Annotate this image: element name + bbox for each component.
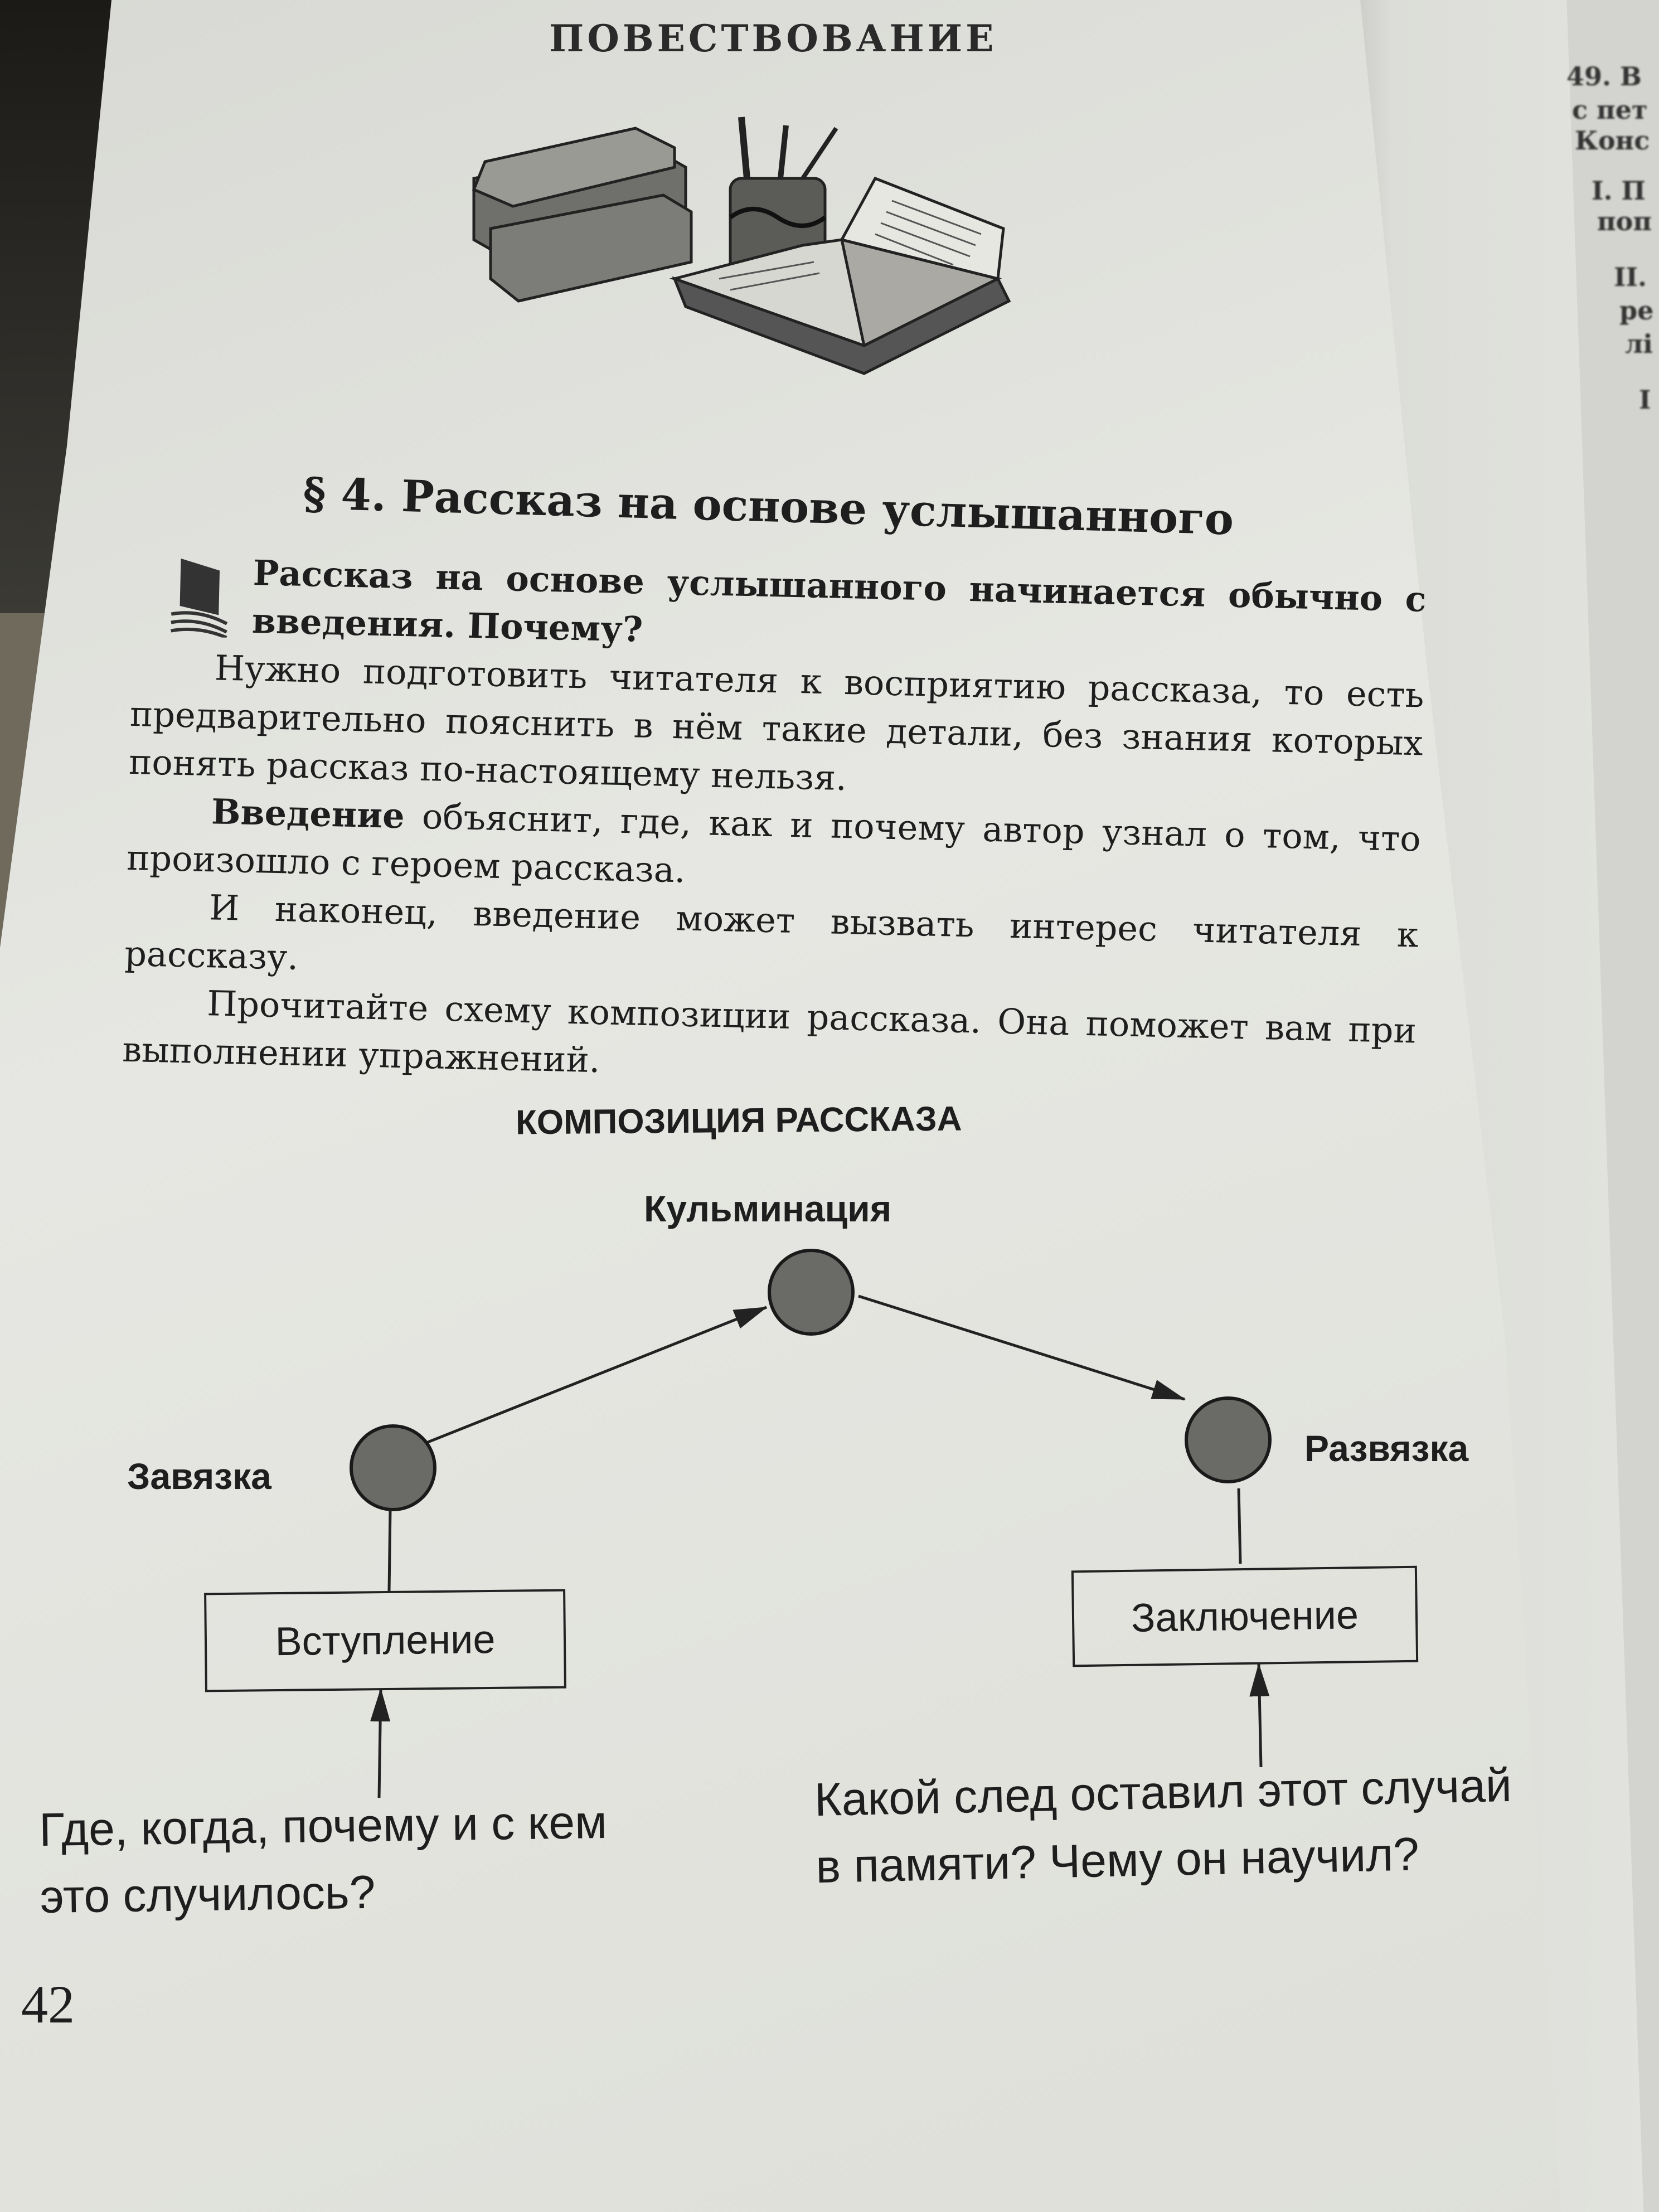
book-marker-icon bbox=[171, 558, 228, 638]
intro-question: Где, когда, почему и с кем это случилось… bbox=[38, 1788, 608, 1930]
climax-node bbox=[768, 1249, 855, 1336]
resolution-node bbox=[1185, 1396, 1272, 1483]
connector-line bbox=[387, 1509, 392, 1592]
intro-box-label: Вступление bbox=[275, 1617, 496, 1665]
page-number: 42 bbox=[21, 1975, 75, 2034]
connector-line bbox=[1237, 1488, 1242, 1564]
arrow-to-climax bbox=[423, 1306, 768, 1445]
books-illustration bbox=[472, 117, 1011, 375]
resolution-label: Развязка bbox=[1304, 1428, 1469, 1469]
conclusion-box-label: Заключение bbox=[1131, 1592, 1359, 1641]
right-page-text: I. П bbox=[1592, 176, 1646, 206]
arrow-to-conclusion bbox=[1249, 1663, 1270, 1768]
right-page-text: Конс bbox=[1575, 125, 1650, 156]
right-page-text: ре bbox=[1619, 295, 1654, 326]
setup-label: Завязка bbox=[127, 1456, 271, 1497]
setup-node bbox=[350, 1424, 436, 1511]
right-page-text: 49. В bbox=[1566, 61, 1642, 91]
conclusion-question: Какой след оставил этот случай в памяти?… bbox=[814, 1752, 1514, 1900]
right-page-text: с пет bbox=[1572, 95, 1648, 125]
right-page-text: лі bbox=[1625, 329, 1653, 359]
body-text: Рассказ на основе услышанного начинается… bbox=[122, 546, 1427, 1103]
running-head: ПОВЕСТВОВАНИЕ bbox=[549, 17, 997, 60]
intro-box: Вступление bbox=[204, 1589, 566, 1692]
arrow-to-resolution bbox=[858, 1294, 1186, 1401]
arrow-to-intro bbox=[370, 1688, 391, 1798]
right-page-text: поп bbox=[1597, 206, 1652, 236]
conclusion-box: Заключение bbox=[1071, 1565, 1419, 1667]
climax-label: Кульминация bbox=[644, 1188, 892, 1229]
right-page-text: II. bbox=[1614, 262, 1647, 292]
question-line: Где, когда, почему и с кем bbox=[38, 1795, 608, 1856]
right-page-text: I bbox=[1639, 385, 1651, 415]
question-line: это случилось? bbox=[40, 1865, 376, 1923]
